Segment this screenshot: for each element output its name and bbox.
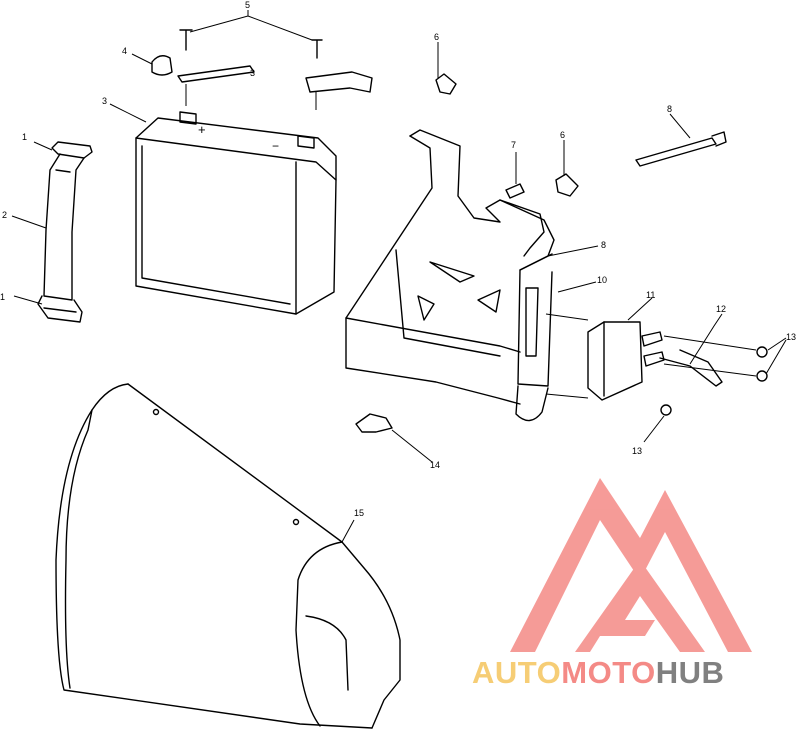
clips-and-tie xyxy=(435,73,727,199)
callout-4: 4 xyxy=(122,46,127,56)
battery-tray xyxy=(345,129,555,422)
watermark-wordmark: AUTOMOTOHUB xyxy=(472,655,724,690)
callout-11: 11 xyxy=(646,290,655,300)
callout-6-top: 6 xyxy=(434,32,439,42)
small-clip xyxy=(355,413,393,433)
watermark-moto: MOTO xyxy=(561,655,655,690)
watermark-logo xyxy=(510,478,752,652)
logo-triangle-outer xyxy=(510,478,752,652)
battery-cover xyxy=(55,383,401,729)
callout-12: 12 xyxy=(716,304,726,314)
callout-3: 3 xyxy=(102,96,107,106)
cable-number-mark: 3 xyxy=(250,68,255,78)
svg-text:AUTOMOTOHUB: AUTOMOTOHUB xyxy=(472,655,724,690)
callout-6-right: 6 xyxy=(560,130,565,140)
callout-15: 15 xyxy=(354,508,364,518)
watermark-auto: AUTO xyxy=(472,655,561,690)
watermark-hub: HUB xyxy=(656,655,725,690)
callout-8-tie: 8 xyxy=(667,104,672,114)
battery: + − xyxy=(135,111,337,315)
callout-14: 14 xyxy=(430,460,440,470)
relay-and-wires xyxy=(545,313,768,416)
leader-lines xyxy=(11,10,787,543)
logo-triangle-inner xyxy=(575,560,705,652)
callout-5: 5 xyxy=(245,0,250,10)
battery-strap xyxy=(37,141,93,323)
callout-13-bottom: 13 xyxy=(632,446,642,456)
callout-1-top: 1 xyxy=(22,132,27,142)
callout-13-right: 13 xyxy=(786,332,796,342)
battery-terminals: 3 xyxy=(151,29,373,110)
battery-minus-mark: − xyxy=(272,139,279,153)
callout-8-tray: 8 xyxy=(601,240,606,250)
callout-10: 10 xyxy=(597,275,607,285)
callout-1-bottom: 1 xyxy=(0,292,5,302)
callout-labels: 1 1 2 3 4 5 6 6 7 8 8 10 11 12 13 13 14 … xyxy=(0,0,796,518)
battery-plus-mark: + xyxy=(198,122,206,137)
callout-2: 2 xyxy=(2,210,7,220)
callout-7: 7 xyxy=(511,140,516,150)
